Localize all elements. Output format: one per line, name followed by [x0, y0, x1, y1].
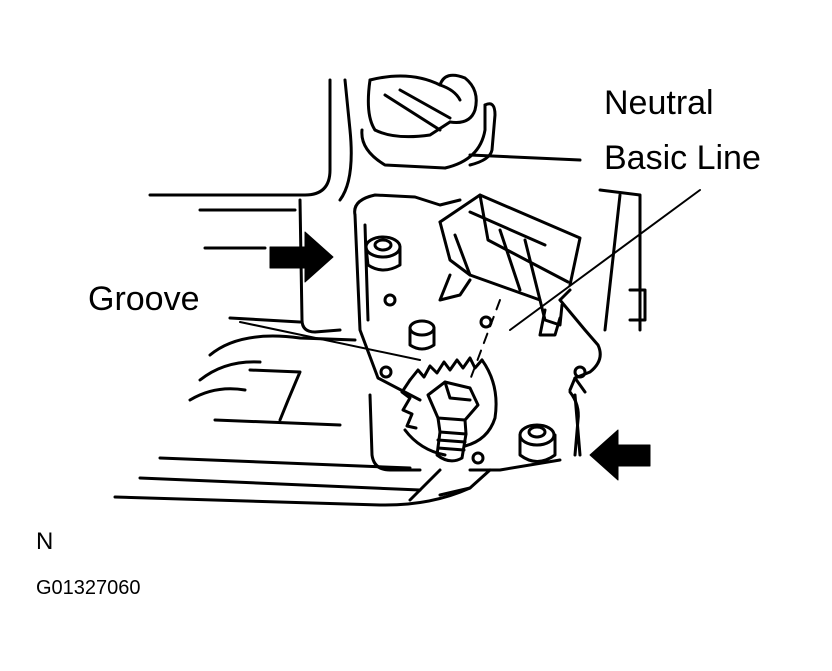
upper-arrow-icon	[269, 231, 334, 283]
neutral-label: Neutral	[604, 84, 714, 122]
locating-pin	[408, 319, 436, 351]
lower-bolt	[518, 423, 557, 463]
transmission-case	[113, 78, 582, 507]
basic-line-label: Basic Line	[604, 139, 761, 177]
neutral-basic-line-leader	[509, 189, 701, 331]
shift-lever	[360, 73, 647, 332]
basic-line-dashed	[469, 299, 501, 381]
switch-plate	[353, 193, 602, 457]
switch-connector	[438, 193, 582, 337]
control-shaft-nut	[426, 380, 480, 463]
leader-lines	[239, 189, 701, 381]
view-letter: N	[36, 528, 54, 555]
groove-leader	[239, 321, 421, 361]
groove-label: Groove	[88, 280, 200, 318]
upper-bolt	[364, 235, 402, 272]
groove-gear	[400, 356, 498, 457]
figure-id: G01327060	[36, 577, 141, 599]
lower-arrow-icon	[589, 429, 651, 481]
